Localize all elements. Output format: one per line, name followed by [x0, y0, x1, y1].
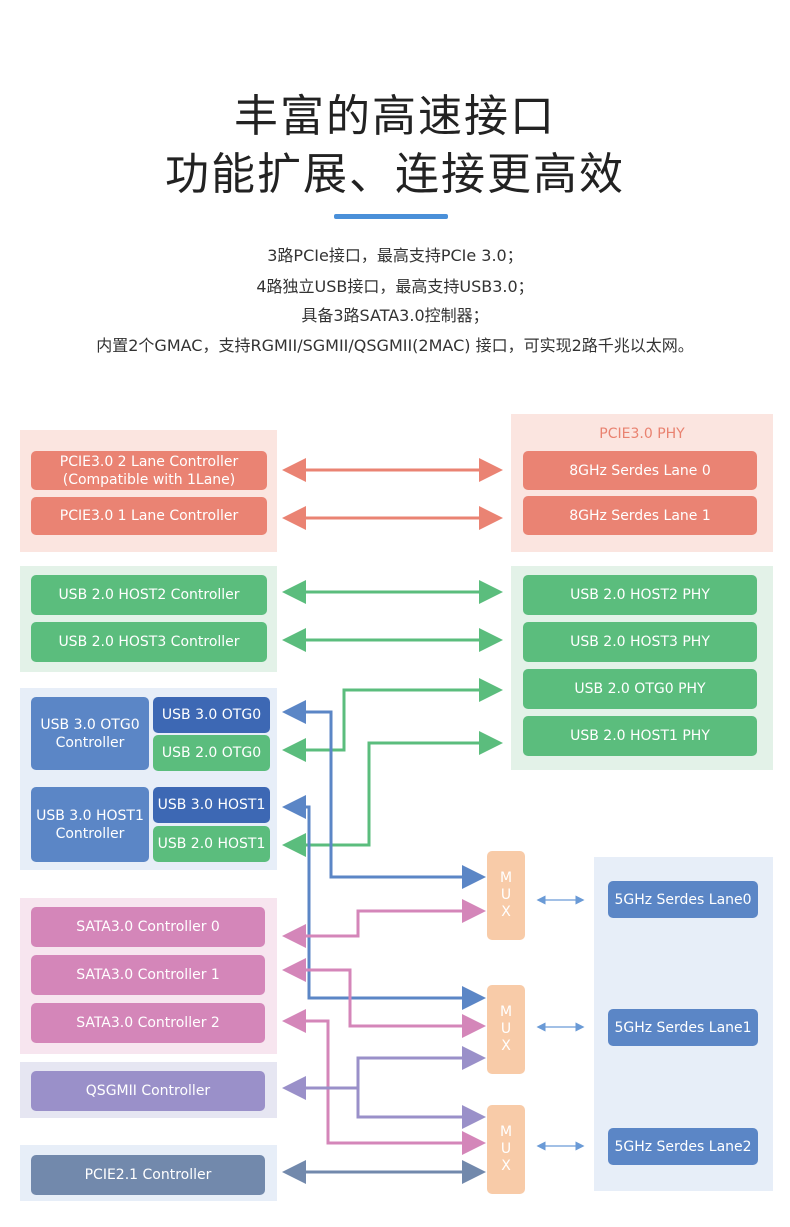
- serdes-lane-0: 5GHz Serdes Lane0: [608, 881, 758, 918]
- pcie3-phy-lane1: 8GHz Serdes Lane 1: [523, 496, 757, 535]
- title-underline: [334, 214, 448, 219]
- usb3-otg0-port: USB 3.0 OTG0: [153, 697, 270, 733]
- usb3-otg0-controller-label: USB 3.0 OTG0: [40, 716, 140, 733]
- mux-2: M U X: [487, 1105, 525, 1194]
- mux-letter: M: [499, 1124, 513, 1140]
- pcie21-controller: PCIE2.1 Controller: [31, 1155, 265, 1195]
- sata-controller-1: SATA3.0 Controller 1: [31, 955, 265, 995]
- description-line: 3路PCIe接口，最高支持PCIe 3.0；: [267, 246, 523, 265]
- mux-letter: U: [500, 1141, 512, 1157]
- usb3-host1-controller-sublabel: Controller: [55, 825, 125, 842]
- page-title-line2: 功能扩展、连接更高效: [165, 149, 625, 200]
- serdes-lane-2: 5GHz Serdes Lane2: [608, 1128, 758, 1165]
- usb2-otg0-port: USB 2.0 OTG0: [153, 735, 270, 771]
- usb2-host2-controller: USB 2.0 HOST2 Controller: [31, 575, 267, 615]
- usb2-host1-phy: USB 2.0 HOST1 PHY: [523, 716, 757, 756]
- description-line: 具备3路SATA3.0控制器；: [301, 306, 489, 325]
- mux-1: M U X: [487, 985, 525, 1074]
- mux-letter: M: [499, 1004, 513, 1020]
- pcie3-phy-lane0: 8GHz Serdes Lane 0: [523, 451, 757, 490]
- page-title-line1: 丰富的高速接口: [234, 91, 556, 142]
- usb2-otg0-phy: USB 2.0 OTG0 PHY: [523, 669, 757, 709]
- pcie3-phy-title: PCIE3.0 PHY: [599, 426, 685, 442]
- description-line: 内置2个GMAC，支持RGMII/SGMII/QSGMII(2MAC) 接口，可…: [96, 336, 694, 355]
- usb3-host1-controller-label: USB 3.0 HOST1: [36, 807, 144, 824]
- usb2-host3-controller: USB 2.0 HOST3 Controller: [31, 622, 267, 662]
- usb2-otg0-link: [282, 678, 503, 762]
- mux-0: M U X: [487, 851, 525, 940]
- usb2-host2-phy: USB 2.0 HOST2 PHY: [523, 575, 757, 615]
- sata-controller-0: SATA3.0 Controller 0: [31, 907, 265, 947]
- usb3-otg0-controller-sublabel: Controller: [55, 734, 125, 751]
- qsgmii-controller: QSGMII Controller: [31, 1071, 265, 1111]
- mux-letter: X: [501, 1158, 511, 1174]
- pcie3-2lane-label: PCIE3.0 2 Lane Controller: [59, 453, 239, 470]
- mux-letter: X: [501, 904, 511, 920]
- usb3-otg0-link: [282, 700, 486, 889]
- qsgmii-link-a: [282, 1046, 486, 1100]
- mux-letter: U: [500, 887, 512, 903]
- mux-letter: X: [501, 1038, 511, 1054]
- qsgmii-link-b: [356, 1088, 486, 1129]
- mux-letter: M: [499, 870, 513, 886]
- pcie3-2lane-controller: PCIE3.0 2 Lane Controller (Compatible wi…: [31, 451, 267, 490]
- pcie3-2lane-sublabel: (Compatible with 1Lane): [62, 471, 236, 488]
- usb3-otg0-controller: USB 3.0 OTG0 Controller: [31, 697, 149, 770]
- usb3-host1-controller: USB 3.0 HOST1 Controller: [31, 787, 149, 862]
- sata0-link: [282, 899, 486, 948]
- serdes-lane-1: 5GHz Serdes Lane1: [608, 1009, 758, 1046]
- mux-letter: U: [500, 1021, 512, 1037]
- usb2-host1-link: [282, 731, 503, 857]
- sata2-link: [282, 1009, 486, 1155]
- sata-controller-2: SATA3.0 Controller 2: [31, 1003, 265, 1043]
- description-line: 4路独立USB接口，最高支持USB3.0；: [256, 277, 534, 296]
- usb2-host3-phy: USB 2.0 HOST3 PHY: [523, 622, 757, 662]
- pcie3-1lane-controller: PCIE3.0 1 Lane Controller: [31, 497, 267, 535]
- usb3-host1-port: USB 3.0 HOST1: [153, 787, 270, 823]
- usb2-host1-port: USB 2.0 HOST1: [153, 826, 270, 862]
